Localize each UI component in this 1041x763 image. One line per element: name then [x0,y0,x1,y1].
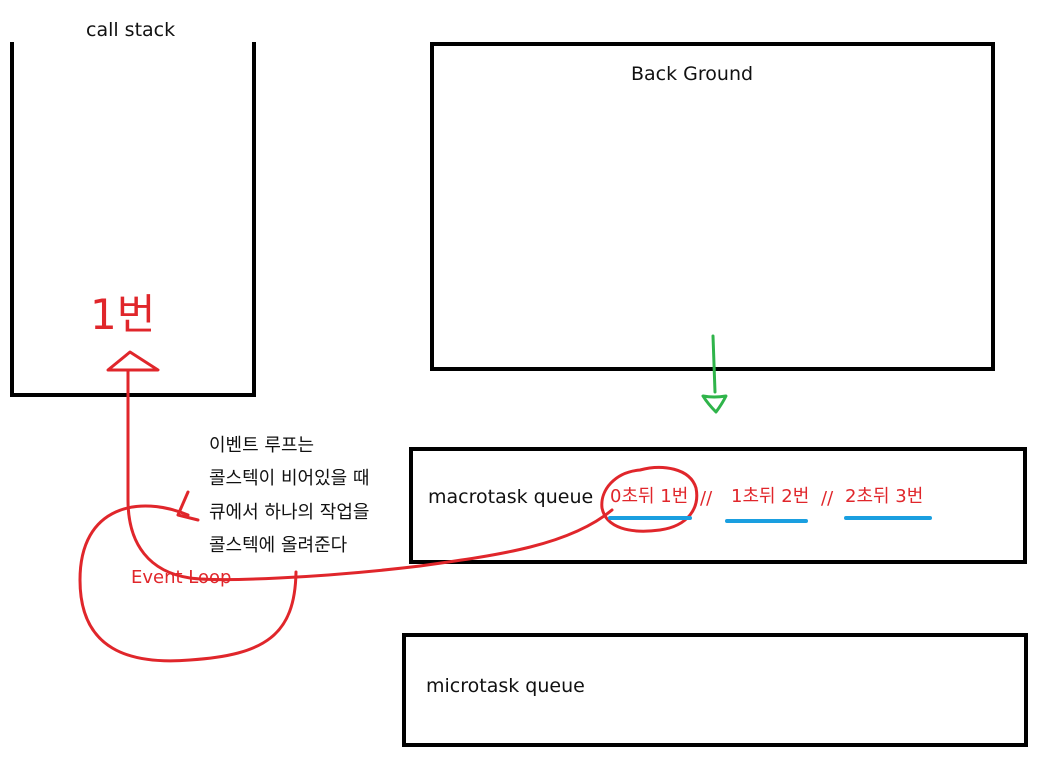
first-task-circle [600,466,699,533]
event-loop-note-line-4: 콜스텍에 올려준다 [209,535,348,556]
call-stack-box [10,42,256,397]
macrotask-item-2: 1초뒤 2번 [731,486,810,507]
background-title: Back Ground [631,63,754,85]
event-loop-note-line-3: 큐에서 하나의 작업을 [209,502,370,523]
event-loop-note-line-1: 이벤트 루프는 [209,435,315,456]
queue-separator-1: // [700,488,713,509]
microtask-queue-title: microtask queue [426,675,585,697]
macrotask-item-1: 0초뒤 1번 [610,486,689,507]
background-to-queue-arrow [701,334,728,414]
event-loop-path [78,350,699,663]
call-stack-title: call stack [86,19,176,41]
event-loop-note-line-2: 콜스텍이 비어있을 때 [209,468,370,489]
queue-separator-2: // [821,488,834,509]
microtask-queue-box [402,633,1028,747]
macrotask-item-3: 2초뒤 3번 [845,486,924,507]
macrotask-queue-title: macrotask queue [428,486,594,508]
task-underlines [608,516,932,523]
background-box [430,42,995,371]
event-loop-label: Event Loop [131,567,232,588]
macrotask-queue-box [409,447,1027,564]
call-stack-current-task: 1번 [90,290,156,339]
